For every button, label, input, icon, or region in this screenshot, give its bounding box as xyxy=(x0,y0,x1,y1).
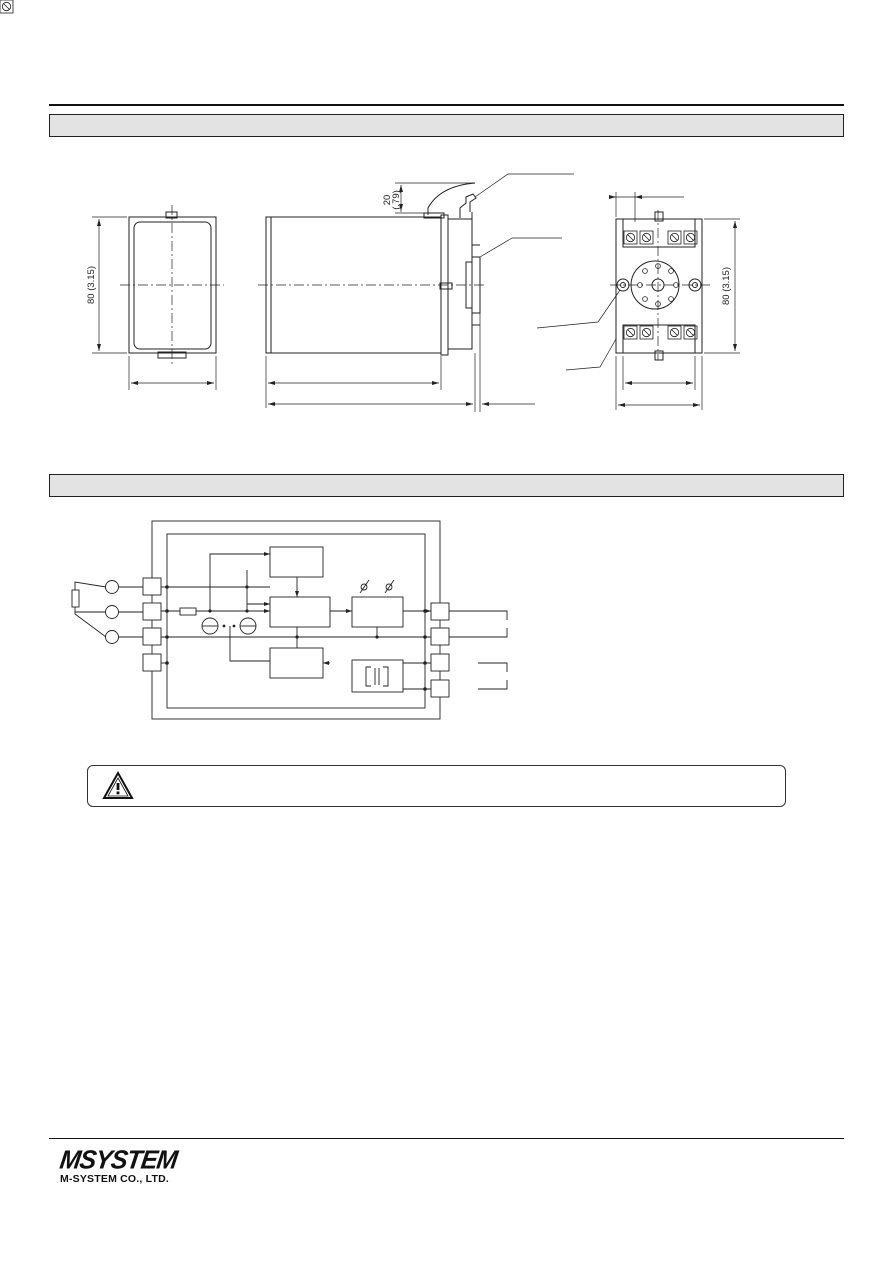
dimension-drawing: 80 (3.15) 20 (.79) 80 (3.15) xyxy=(0,0,740,412)
socket-height-dim: 80 (3.15) xyxy=(721,267,732,305)
footer-rule xyxy=(49,1138,844,1139)
side-view xyxy=(258,173,574,412)
company-name: M-SYSTEM CO., LTD. xyxy=(60,1173,169,1185)
warning-triangle-icon xyxy=(102,770,134,799)
socket-terminals xyxy=(0,0,698,340)
socket-view xyxy=(536,192,740,410)
dimensions-section-bar xyxy=(49,114,844,137)
dimension-arrows xyxy=(97,185,737,407)
block-diagram-section-bar xyxy=(49,474,844,497)
block-diagram xyxy=(71,520,508,720)
header-rule xyxy=(49,104,844,106)
front-view xyxy=(92,205,224,390)
clearance-dim-inch: (.79) xyxy=(391,190,402,210)
front-height-dim: 80 (3.15) xyxy=(86,266,97,304)
clearance-dim: 20 xyxy=(382,195,393,206)
warning-note-box xyxy=(87,765,786,807)
msystem-logo: MSYSTEM xyxy=(57,1145,179,1175)
